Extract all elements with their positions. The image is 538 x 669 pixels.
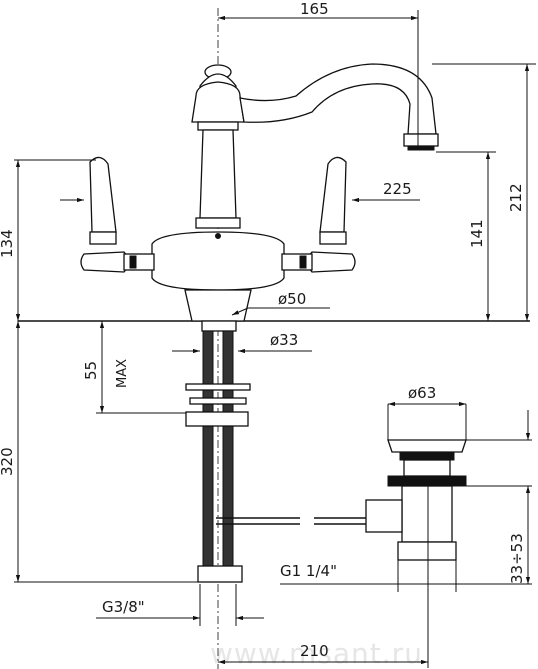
dim-max-thickness-label: MAX: [115, 359, 130, 388]
pop-up-drain: [365, 439, 467, 561]
dim-max-thickness-value: 55: [82, 361, 100, 380]
dim-drain-thread: G1 1/4": [280, 562, 337, 580]
left-handle: [80, 156, 155, 273]
spout-outlet: [407, 145, 435, 151]
right-handle: [281, 156, 356, 273]
dim-hose-thread: G3/8": [102, 598, 145, 616]
spout: [239, 63, 437, 135]
pop-up-rod: [216, 517, 368, 525]
dim-width-top: 165: [300, 0, 329, 18]
supply-hoses: [185, 320, 251, 583]
dim-height-handle: 134: [0, 229, 16, 258]
dim-height-spout: 141: [468, 219, 486, 248]
dim-handle-reach: 225: [383, 180, 412, 198]
dim-height-total: 212: [507, 183, 525, 212]
spout-aerator: [403, 133, 439, 147]
dim-base-diameter: ø50: [278, 290, 306, 308]
dim-drain-range: 33÷53: [508, 533, 526, 584]
dim-shank-diameter: ø33: [270, 331, 298, 349]
dim-hose-length: 320: [0, 447, 16, 476]
dim-width-bottom: 210: [300, 642, 329, 660]
dim-drain-diameter: ø63: [408, 384, 436, 402]
